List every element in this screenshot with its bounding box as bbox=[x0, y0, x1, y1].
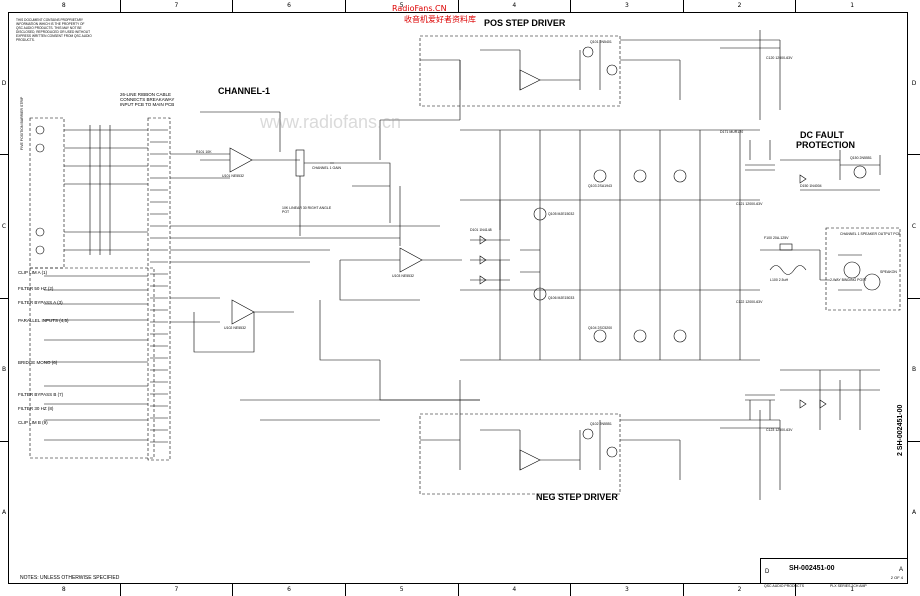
zone-label: C bbox=[0, 154, 8, 297]
watermark-url: RadioFans.CN bbox=[392, 4, 447, 13]
control-label: PARALLEL INPUTS (4,5) bbox=[18, 318, 69, 323]
neg-step-driver-title: NEG STEP DRIVER bbox=[536, 492, 618, 502]
control-label: BRIDGE MONO (6) bbox=[18, 360, 58, 365]
zone-label: B bbox=[908, 297, 920, 441]
barrier-strip-label: FIVE POSITION BARRIER STRIP bbox=[20, 96, 24, 150]
drawing-revision: A bbox=[898, 567, 903, 573]
protection-title: PROTECTION bbox=[796, 140, 856, 150]
ribbon-pins bbox=[150, 129, 168, 443]
proprietary-notice: THIS DOCUMENT CONTAINS PROPRIETARY INFOR… bbox=[16, 18, 92, 42]
part-label: 10K LINEAR 30 RIGHT ANGLE POT bbox=[282, 206, 332, 214]
part-label: C121 12000-63V bbox=[736, 202, 763, 206]
zone-label: D bbox=[1, 79, 7, 87]
ribbon-connector-box bbox=[147, 117, 171, 461]
zone-label: 7 bbox=[119, 584, 233, 596]
zone-label: 1 bbox=[795, 584, 908, 596]
part-label: CHANNEL 1 GAIN bbox=[312, 166, 342, 170]
zone-label: 8 bbox=[61, 2, 66, 9]
zone-strip-right: D C B A bbox=[908, 12, 920, 584]
zone-label: B bbox=[0, 297, 8, 441]
part-label: Q103 2SA1943 bbox=[588, 184, 612, 188]
part-label: Q106 MJE15033 bbox=[548, 296, 575, 300]
channel-title: CHANNEL-1 bbox=[218, 86, 271, 96]
part-label: Q104 2SC5200 bbox=[588, 326, 613, 330]
part-label: Q150 2N5551 bbox=[850, 156, 872, 160]
part-label: Q105 MJE15032 bbox=[548, 212, 575, 216]
zone-label: 5 bbox=[344, 584, 458, 596]
zone-label: C bbox=[908, 154, 920, 297]
part-label: D150 1N4004 bbox=[800, 184, 822, 188]
control-label: FILTER 50 HZ (2) bbox=[18, 286, 54, 291]
part-label: CHANNEL 1 SPEAKER OUTPUT PCB bbox=[840, 232, 901, 236]
switch-bank-box bbox=[29, 267, 155, 459]
part-label: 2-WAY BINDING POST bbox=[830, 278, 867, 282]
zone-label: A bbox=[0, 440, 8, 584]
control-label: CLIP LIM A (1) bbox=[18, 270, 48, 275]
part-label: C123 12000-63V bbox=[766, 428, 793, 432]
part-label: SPEAKON bbox=[880, 270, 897, 274]
zone-label: 7 bbox=[119, 0, 233, 12]
zone-strip-left: D C B A bbox=[0, 12, 8, 584]
part-label: L100 2.5uH bbox=[770, 278, 789, 282]
zone-label: D bbox=[911, 79, 917, 87]
input-connector-box bbox=[29, 117, 65, 269]
zone-label: 3 bbox=[570, 584, 683, 596]
drawing-border bbox=[8, 12, 908, 584]
ribbon-note: 26-LINE RIBBON CABLE CONNECTS BREAKAWAY … bbox=[120, 92, 175, 107]
control-label: FILTER 30 HZ (8) bbox=[18, 406, 54, 411]
part-label: U103 NE5532 bbox=[392, 274, 414, 278]
zone-label: 3 bbox=[570, 0, 683, 12]
pos-step-driver-title: POS STEP DRIVER bbox=[484, 18, 566, 28]
zone-label: 4 bbox=[457, 584, 571, 596]
title-block: D SH-002451-00 A 2 OF 4 bbox=[760, 558, 908, 584]
zone-label: 2 bbox=[682, 584, 796, 596]
watermark-cn: 收音机爱好者资料库 bbox=[404, 15, 476, 24]
zone-label: 1 bbox=[795, 0, 908, 12]
part-label: D171 MUR120 bbox=[720, 130, 744, 134]
control-label: CLIP LIM B (9) bbox=[18, 420, 48, 425]
zone-label: A bbox=[908, 440, 920, 584]
dc-fault-title: DC FAULT bbox=[800, 130, 844, 140]
drawing-size: D bbox=[765, 569, 770, 575]
control-label: FILTER BYPASS A (3) bbox=[18, 300, 63, 305]
product-name: PLX SERIES 2CH AMP bbox=[830, 584, 867, 588]
part-label: Q102 2N5551 bbox=[590, 422, 612, 426]
company-name: QSC AUDIO PRODUCTS bbox=[764, 584, 805, 588]
part-label: R101 10K bbox=[196, 150, 212, 154]
zone-label: 6 bbox=[232, 584, 345, 596]
notes-text: NOTES: UNLESS OTHERWISE SPECIFIED bbox=[20, 575, 120, 581]
part-label: U102 NE5532 bbox=[224, 326, 246, 330]
watermark-center: www.radiofans.cn bbox=[260, 112, 402, 132]
part-label: D101 1N4148 bbox=[470, 228, 492, 232]
zone-strip-top: 8 7 6 5 4 3 2 1 bbox=[8, 0, 908, 12]
part-label: C120 12000-63V bbox=[766, 56, 793, 60]
zone-strip-bottom: 8 7 6 5 4 3 2 1 bbox=[8, 584, 908, 596]
sheet-number: 2 OF 4 bbox=[890, 575, 903, 580]
zone-label: 5 bbox=[344, 0, 458, 12]
zone-label: 8 bbox=[61, 586, 66, 593]
zone-label: 2 bbox=[682, 0, 796, 12]
side-drawing-number: 2 SH-002451-00 bbox=[897, 404, 904, 456]
part-label: Q101 2N5401 bbox=[590, 40, 612, 44]
zone-label: 6 bbox=[232, 0, 345, 12]
part-label: C122 12000-63V bbox=[736, 300, 763, 304]
part-label: U101 NE5532 bbox=[222, 174, 244, 178]
zone-label: 4 bbox=[457, 0, 571, 12]
part-label: F100 20A-125V bbox=[764, 236, 789, 240]
control-label: FILTER BYPASS B (7) bbox=[18, 392, 64, 397]
drawing-number: SH-002451-00 bbox=[789, 565, 835, 572]
